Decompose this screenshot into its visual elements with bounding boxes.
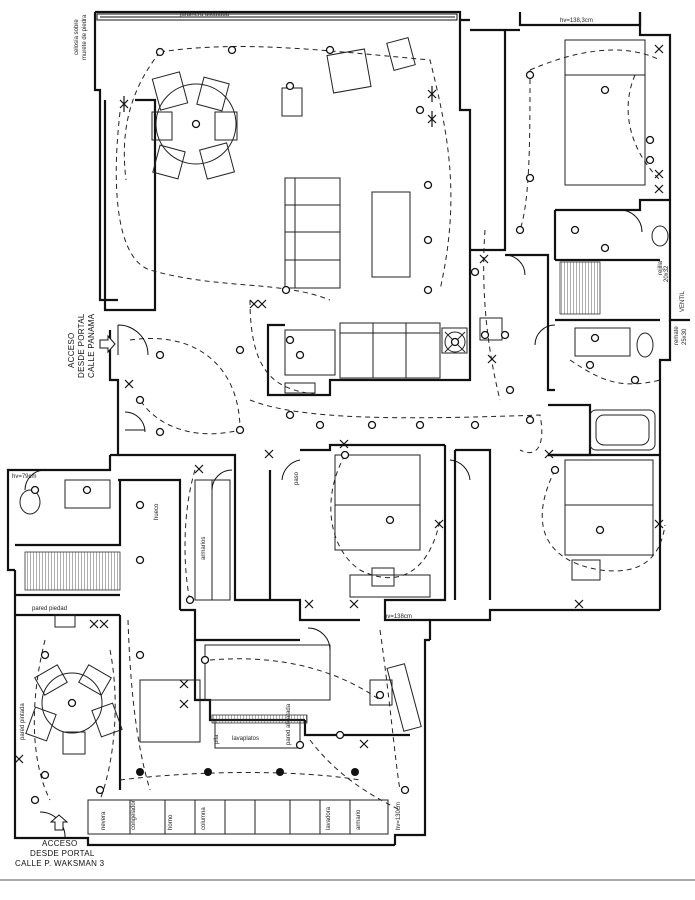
- outer-walls: [6, 10, 690, 847]
- label-columna: columna: [201, 807, 207, 830]
- label-rejilla: rejilla: [658, 260, 664, 275]
- label-ventil: VENTIL: [680, 290, 686, 312]
- label-dim-1: 25x30: [682, 328, 688, 345]
- label-lavadora: lavadora: [326, 806, 332, 830]
- label-hv-top: hv=138,3cm: [560, 18, 593, 24]
- doors: [24, 209, 643, 839]
- inner-walls: [15, 20, 670, 790]
- label-congelador: congelador: [131, 800, 137, 830]
- access-arrows: [49, 334, 116, 831]
- label-acceso-top-1: ACCESO: [67, 332, 76, 368]
- label-hv-left: hv=79cm: [12, 474, 37, 480]
- switches: [14, 44, 664, 764]
- label-acceso-bottom-1: ACCESO: [42, 839, 78, 848]
- electrical-circuits: [33, 46, 666, 811]
- label-acceso-bottom-3: CALLE P. WAKSMAN 3: [15, 859, 105, 868]
- label-armarios: armarios: [201, 537, 207, 560]
- label-paso: paso: [294, 471, 300, 485]
- label-jardinera: jardinera alicatada: [179, 12, 230, 18]
- label-pared-alicatada: pared alicatada: [286, 703, 292, 745]
- label-celosia-1: celosía sobre: [74, 19, 80, 55]
- label-hv-mid: hv=138cm: [384, 614, 412, 620]
- label-nevera: nevera: [101, 811, 107, 830]
- labels: jardinera alicatada celosía sobre murete…: [12, 12, 688, 868]
- label-lavaplatos: lavaplatos: [232, 736, 259, 742]
- label-acceso-top-2: DESDE PORTAL: [77, 313, 86, 378]
- label-horno: horno: [168, 814, 174, 830]
- light-points: [30, 45, 655, 805]
- label-celosia-2: murete de piedra: [82, 14, 88, 60]
- label-acceso-bottom-2: DESDE PORTAL: [30, 849, 95, 858]
- label-dim-2: 20x32: [664, 265, 670, 282]
- label-pared-pintada: pared pintada: [20, 703, 26, 740]
- label-pared-piedad: pared piedad: [32, 606, 67, 612]
- label-hueco: hueco: [154, 503, 160, 520]
- label-hv-bottom: hv=130cm: [396, 802, 402, 830]
- label-remate: remate: [674, 326, 680, 345]
- label-pila: pila: [214, 734, 220, 744]
- label-acceso-top-3: CALLE PANAMA: [87, 313, 96, 378]
- label-armario: armario: [356, 809, 362, 830]
